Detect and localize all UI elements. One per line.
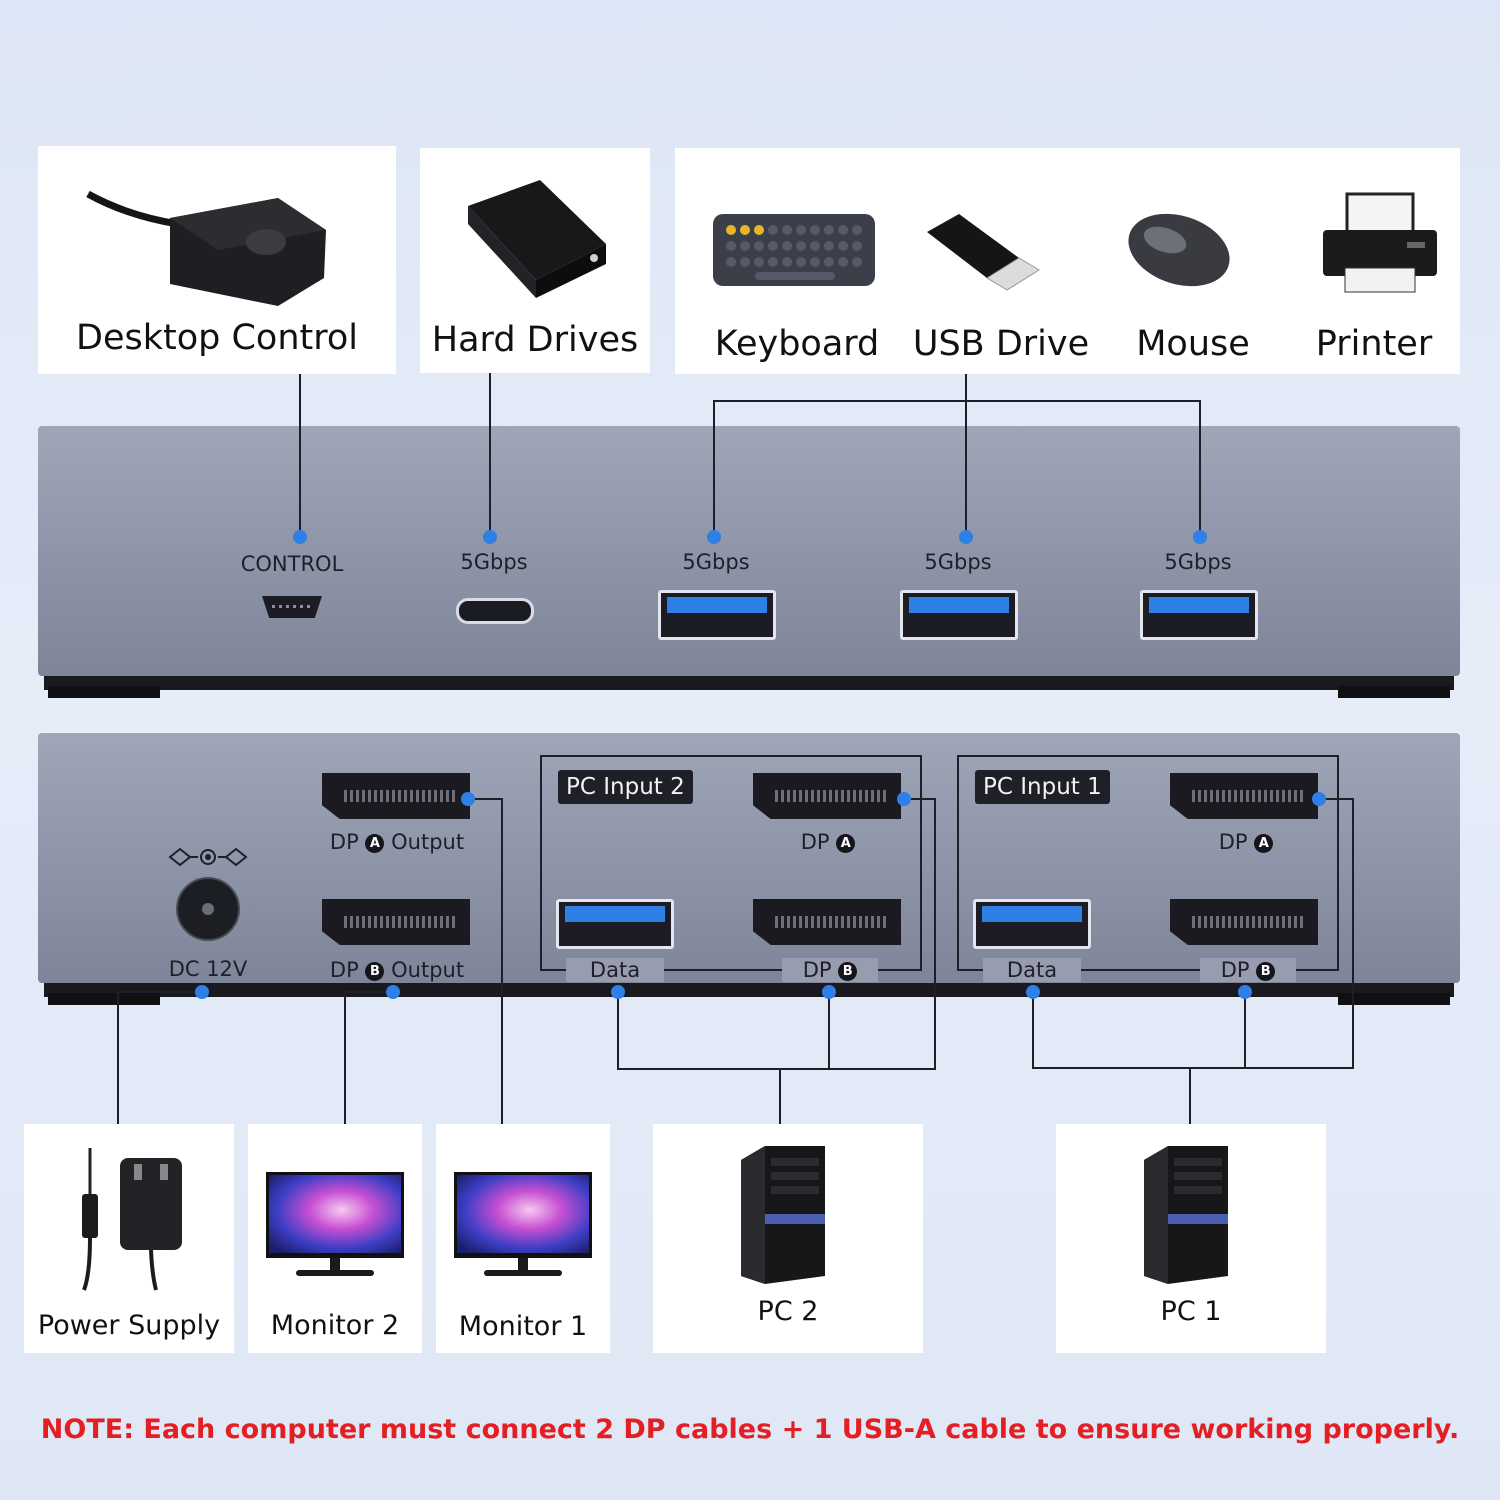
hard-drives-label: Hard Drives bbox=[431, 320, 639, 360]
pc1-dp-a-prefix: DP bbox=[1218, 830, 1248, 854]
dp-b-output-suffix: Output bbox=[391, 958, 465, 982]
pc1-data-label: Data bbox=[983, 958, 1081, 982]
usb-a3-speed-label: 5Gbps bbox=[1164, 550, 1232, 574]
dp-b-badge: B bbox=[365, 962, 385, 981]
pc2-dp-b-port[interactable] bbox=[753, 899, 901, 945]
pc2-data-label: Data bbox=[566, 958, 664, 982]
monitor-2-icon bbox=[266, 1172, 404, 1276]
dot-pc1-dp-a bbox=[1312, 792, 1326, 806]
pc1-dp-a-port[interactable] bbox=[1170, 773, 1318, 819]
dot-usb-a1 bbox=[707, 530, 721, 544]
power-supply-label: Power Supply bbox=[37, 1310, 221, 1341]
monitor-1-card: Monitor 1 bbox=[436, 1124, 610, 1353]
pc-2-card: PC 2 bbox=[653, 1124, 923, 1353]
desktop-control-label: Desktop Control bbox=[76, 318, 358, 358]
mouse-icon bbox=[1128, 213, 1230, 287]
dot-pc1-data bbox=[1026, 985, 1040, 999]
dp-a-output-port[interactable] bbox=[322, 773, 470, 819]
pc2-dp-b-prefix: DP bbox=[802, 958, 832, 982]
monitor-2-label: Monitor 2 bbox=[270, 1310, 400, 1341]
dp-a-output-prefix: DP bbox=[329, 830, 359, 854]
pc1-dp-a-label: DP A bbox=[1196, 830, 1296, 854]
pc2-dp-a-label: DP A bbox=[778, 830, 878, 854]
pc1-data-port[interactable] bbox=[973, 899, 1091, 949]
dot-pc2-data bbox=[611, 985, 625, 999]
dot-pc2-dp-b bbox=[822, 985, 836, 999]
usb-a1-speed-label: 5Gbps bbox=[682, 550, 750, 574]
keyboard-icon bbox=[713, 214, 875, 286]
rear-foot-left bbox=[48, 993, 160, 1005]
dc-polarity-icon bbox=[168, 847, 248, 867]
note-text: NOTE: Each computer must connect 2 DP ca… bbox=[40, 1414, 1460, 1445]
dot-dp-a-output bbox=[461, 792, 475, 806]
keyboard-label: Keyboard bbox=[714, 324, 880, 364]
pc2-dp-a-prefix: DP bbox=[800, 830, 830, 854]
rear-foot-right bbox=[1338, 993, 1450, 1005]
pc1-dp-b-port[interactable] bbox=[1170, 899, 1318, 945]
pc1-dp-b-prefix: DP bbox=[1220, 958, 1250, 982]
front-foot-right bbox=[1338, 686, 1450, 698]
dot-usb-c bbox=[483, 530, 497, 544]
hard-drive-icon bbox=[468, 180, 606, 298]
dot-dp-b-output bbox=[386, 985, 400, 999]
pc2-dp-a-port[interactable] bbox=[753, 773, 901, 819]
usb-a-port-3[interactable] bbox=[1140, 590, 1258, 640]
dot-control bbox=[293, 530, 307, 544]
pc-1-label: PC 1 bbox=[1160, 1296, 1222, 1327]
usb-a-port-1[interactable] bbox=[658, 590, 776, 640]
monitor-1-label: Monitor 1 bbox=[458, 1311, 588, 1342]
pc-input-2-group bbox=[540, 755, 922, 971]
dp-b-output-port[interactable] bbox=[322, 899, 470, 945]
pc-1-card: PC 1 bbox=[1056, 1124, 1326, 1353]
dot-pc2-dp-a bbox=[897, 792, 911, 806]
dot-usb-a2 bbox=[959, 530, 973, 544]
front-panel-base bbox=[44, 676, 1454, 690]
pc-2-tower-icon bbox=[741, 1146, 825, 1284]
monitor-1-icon bbox=[454, 1172, 592, 1276]
usb-a-port-2[interactable] bbox=[900, 590, 1018, 640]
pc2-data-port[interactable] bbox=[556, 899, 674, 949]
printer-label: Printer bbox=[1315, 324, 1433, 364]
monitor-2-card: Monitor 2 bbox=[248, 1124, 422, 1353]
mouse-label: Mouse bbox=[1136, 324, 1250, 364]
hard-drives-card: Hard Drives bbox=[420, 148, 650, 373]
dot-usb-a3 bbox=[1193, 530, 1207, 544]
control-port-label: CONTROL bbox=[240, 552, 344, 576]
usb-c-speed-label: 5Gbps bbox=[460, 550, 528, 574]
power-supply-card: Power Supply bbox=[24, 1124, 234, 1353]
pc2-dp-b-label: DP B bbox=[782, 958, 878, 982]
pc-input-2-tag: PC Input 2 bbox=[558, 770, 693, 804]
dp-a-output-suffix: Output bbox=[391, 830, 465, 854]
pc-1-tower-icon bbox=[1144, 1146, 1228, 1284]
pc2-dp-b-badge: B bbox=[838, 962, 858, 981]
dc-jack-port[interactable] bbox=[176, 877, 240, 941]
dp-b-output-label: DP B Output bbox=[312, 958, 482, 982]
usb-drive-label: USB Drive bbox=[912, 324, 1090, 364]
usb-c-port[interactable] bbox=[456, 598, 534, 624]
pc-2-label: PC 2 bbox=[757, 1296, 819, 1327]
dp-a-output-label: DP A Output bbox=[312, 830, 482, 854]
dp-b-output-prefix: DP bbox=[329, 958, 359, 982]
power-supply-icon bbox=[82, 1148, 182, 1291]
pc1-dp-b-label: DP B bbox=[1200, 958, 1296, 982]
pc2-dp-a-badge: A bbox=[836, 834, 856, 853]
peripherals-card: Keyboard USB Drive Mouse Printer bbox=[675, 148, 1460, 374]
usb-a2-speed-label: 5Gbps bbox=[924, 550, 992, 574]
dot-dc bbox=[195, 985, 209, 999]
printer-icon bbox=[1323, 192, 1437, 293]
pc1-dp-a-badge: A bbox=[1254, 834, 1274, 853]
dot-pc1-dp-b bbox=[1238, 985, 1252, 999]
front-foot-left bbox=[48, 686, 160, 698]
pc1-dp-b-badge: B bbox=[1256, 962, 1276, 981]
pc-input-1-tag: PC Input 1 bbox=[975, 770, 1110, 804]
desktop-control-icon bbox=[86, 190, 326, 306]
dp-a-badge: A bbox=[365, 834, 385, 853]
dc-label: DC 12V bbox=[168, 957, 248, 981]
usb-drive-icon bbox=[927, 214, 1040, 291]
desktop-control-card: Desktop Control bbox=[38, 146, 396, 374]
control-port[interactable] bbox=[262, 596, 322, 618]
pc-input-1-group bbox=[957, 755, 1339, 971]
